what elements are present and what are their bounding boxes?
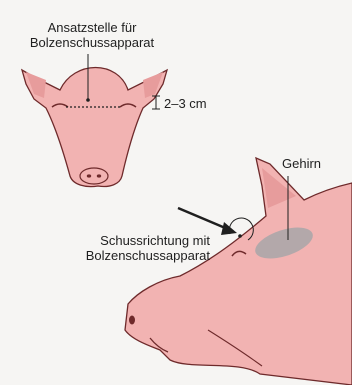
side-nostril xyxy=(129,316,135,325)
shot-site-label: Ansatzstelle für Bolzenschussapparat xyxy=(16,20,168,50)
front-snout xyxy=(80,168,108,184)
pig-head-side-view xyxy=(125,158,352,385)
shot-site-label-line-2: Bolzenschussapparat xyxy=(16,35,168,50)
shot-direction-arrowhead xyxy=(221,222,237,235)
measurement-label: 2–3 cm xyxy=(164,96,207,111)
side-head-outline xyxy=(125,158,352,385)
shot-direction-arrow-shaft xyxy=(178,208,230,230)
front-left-nostril xyxy=(87,174,91,177)
front-right-nostril xyxy=(97,174,101,177)
shot-site-label-line-1: Ansatzstelle für xyxy=(16,20,168,35)
shot-site-point xyxy=(86,98,90,102)
brain-label: Gehirn xyxy=(282,156,321,171)
shot-direction-label: Schussrichtung mit Bolzenschussapparat xyxy=(60,233,210,263)
shot-direction-label-line-2: Bolzenschussapparat xyxy=(60,248,210,263)
shot-entry-point xyxy=(238,234,242,238)
shot-direction-label-line-1: Schussrichtung mit xyxy=(60,233,210,248)
pig-head-front-view xyxy=(22,54,167,187)
